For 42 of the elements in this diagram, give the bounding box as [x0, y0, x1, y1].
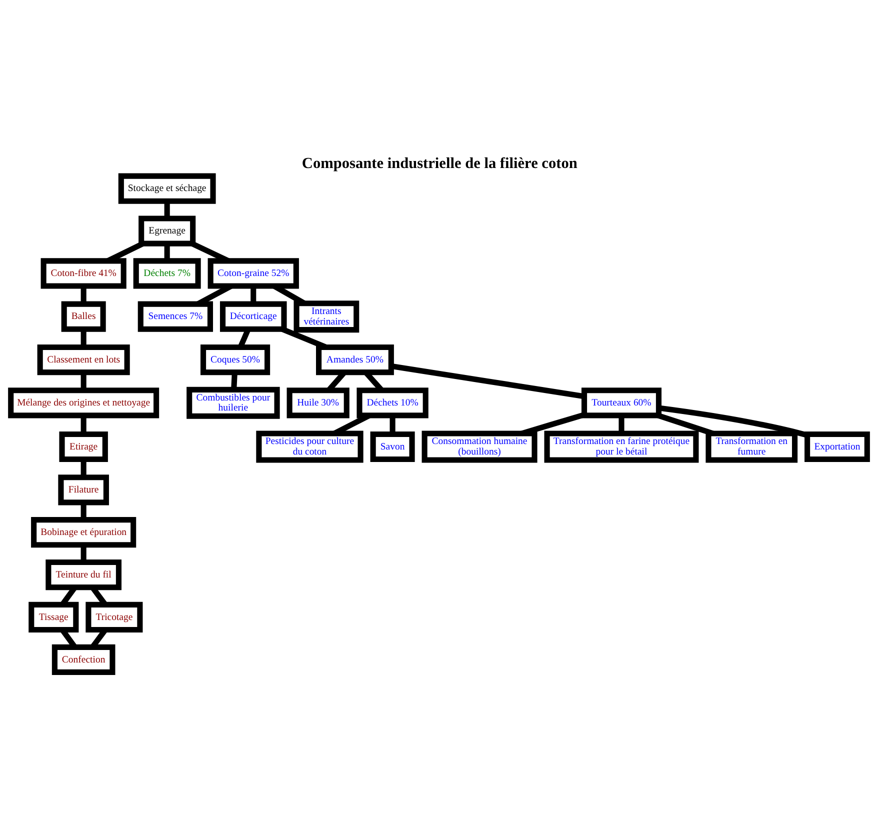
node-box: Tissage: [28, 601, 79, 632]
node-box: Tourteaux 60%: [581, 387, 662, 418]
node-box: Transformation en fumure: [706, 430, 798, 462]
node-box: Coques 50%: [200, 344, 270, 375]
node-box: Transformation en farine protéique pour le bétail: [544, 430, 699, 462]
node-box: Filature: [58, 474, 109, 505]
node-box: Bobinage et épuration: [31, 516, 136, 548]
node-box: Déchets 10%: [356, 387, 428, 418]
node-box: Pesticides pour culture du coton: [256, 430, 364, 462]
node-box: Teinture du fil: [46, 558, 122, 590]
node-box: Savon: [370, 430, 415, 462]
connector: [390, 362, 584, 399]
connector: [80, 286, 86, 304]
node-box: Mélange des origines et nettoyage: [8, 387, 160, 418]
connector: [80, 328, 86, 347]
connector: [520, 412, 585, 436]
node-box: Intrants vétérinaires: [294, 300, 360, 332]
node-box: Exportation: [804, 430, 870, 462]
node-box: Semences 7%: [138, 300, 214, 332]
node-box: Déchets 7%: [133, 258, 201, 288]
node-box: Combustibles pour huilerie: [186, 386, 280, 418]
diagram-title: Composante industrielle de la filière coton: [302, 154, 578, 172]
node-box: Amandes 50%: [316, 344, 394, 375]
connector: [80, 415, 86, 434]
connector: [250, 286, 256, 304]
node-box: Tricotage: [86, 601, 143, 632]
node-box: Stockage et séchage: [118, 172, 216, 204]
node-box: Confection: [52, 644, 116, 674]
node-box: Coton-graine 52%: [208, 258, 299, 288]
node-box: Huile 30%: [286, 387, 350, 418]
node-box: Coton-fibre 41%: [40, 258, 126, 288]
connector: [390, 415, 396, 434]
connector: [164, 200, 170, 218]
node-box: Classement en lots: [37, 344, 130, 375]
node-box: Etirage: [59, 430, 108, 462]
node-box: Consommation humaine (bouillons): [422, 430, 538, 462]
connector: [618, 415, 624, 433]
connector: [657, 412, 714, 436]
node-box: Balles: [61, 300, 106, 332]
connector: [164, 243, 170, 260]
node-box: Egrenage: [138, 215, 196, 246]
node-box: Décorticage: [220, 300, 287, 332]
